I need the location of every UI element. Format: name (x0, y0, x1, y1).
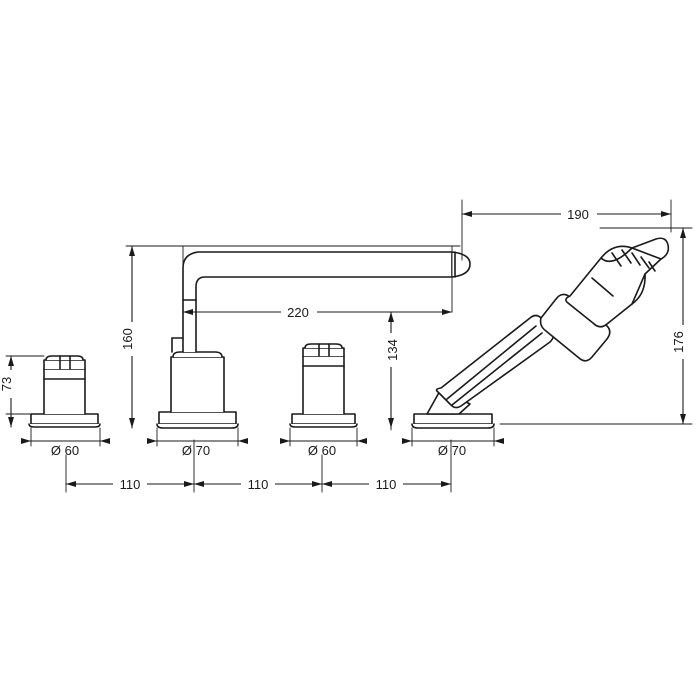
dim-base-dia-left: Ø 60 (51, 443, 79, 458)
bath-spout (156, 251, 471, 429)
dim-spout-center-height-text: 134 (385, 339, 400, 361)
dim-spout-reach-text: 220 (287, 305, 309, 320)
dim-base-dia-spout: Ø 70 (182, 443, 210, 458)
dim-handle-height-text: 73 (0, 377, 14, 391)
dim-base-dia-shower: Ø 70 (438, 443, 466, 458)
dim-spacing-1-text: 110 (120, 477, 141, 492)
dimension-arrowheads (8, 211, 686, 487)
side-handle-left (28, 355, 101, 428)
dim-handshower-length-text: 190 (567, 207, 589, 222)
dimension-labels-top: 220 190 160 134 73 176 110 110 110 (0, 207, 686, 492)
dim-spout-height-text: 160 (120, 328, 135, 350)
dim-handshower-height-text: 176 (671, 331, 686, 353)
dim-base-dia-mid: Ø 60 (308, 443, 336, 458)
label-masks (2, 205, 692, 493)
hand-shower-with-holder (411, 237, 670, 429)
side-handle-middle (289, 343, 358, 428)
dim-spacing-2-text: 110 (248, 477, 269, 492)
dim-spacing-3-text: 110 (376, 477, 397, 492)
